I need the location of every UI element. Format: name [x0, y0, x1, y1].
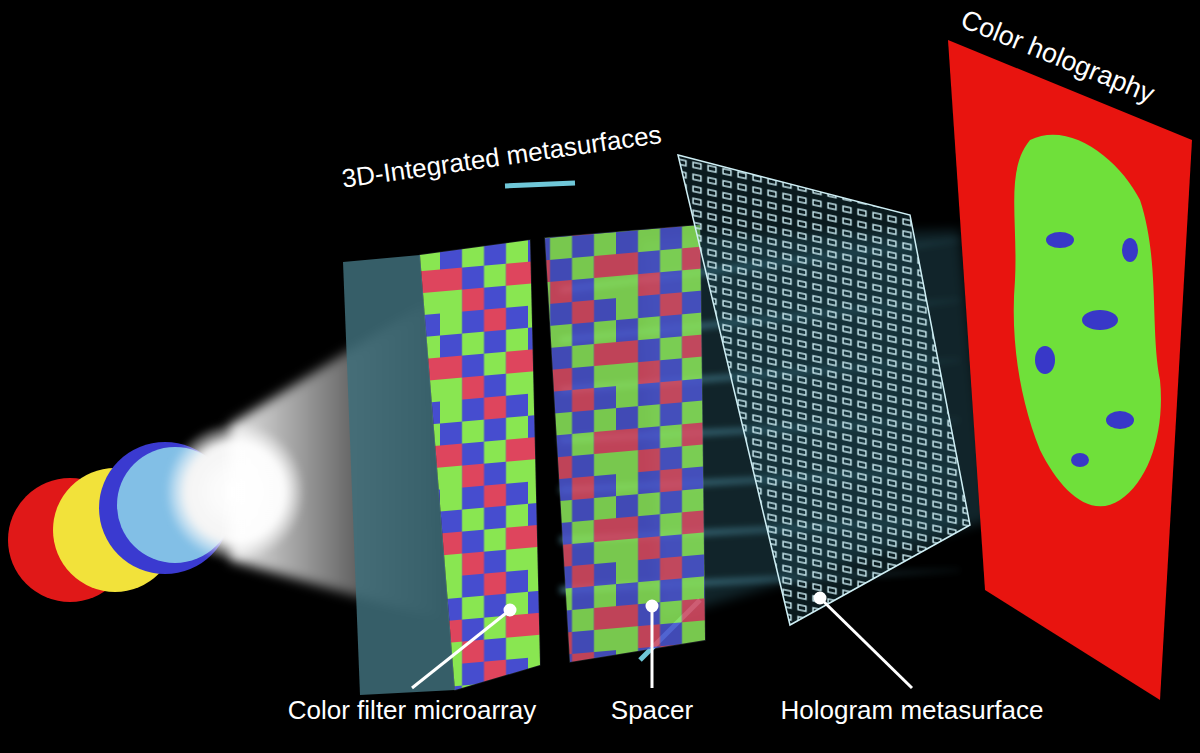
group-title: 3D-Integrated metasurfaces: [340, 120, 663, 194]
leader-line: [412, 593, 912, 688]
part-label: Spacer: [611, 696, 693, 726]
part-label: Color filter microarray: [288, 696, 537, 726]
part-label: Hologram metasurface: [781, 696, 1044, 726]
